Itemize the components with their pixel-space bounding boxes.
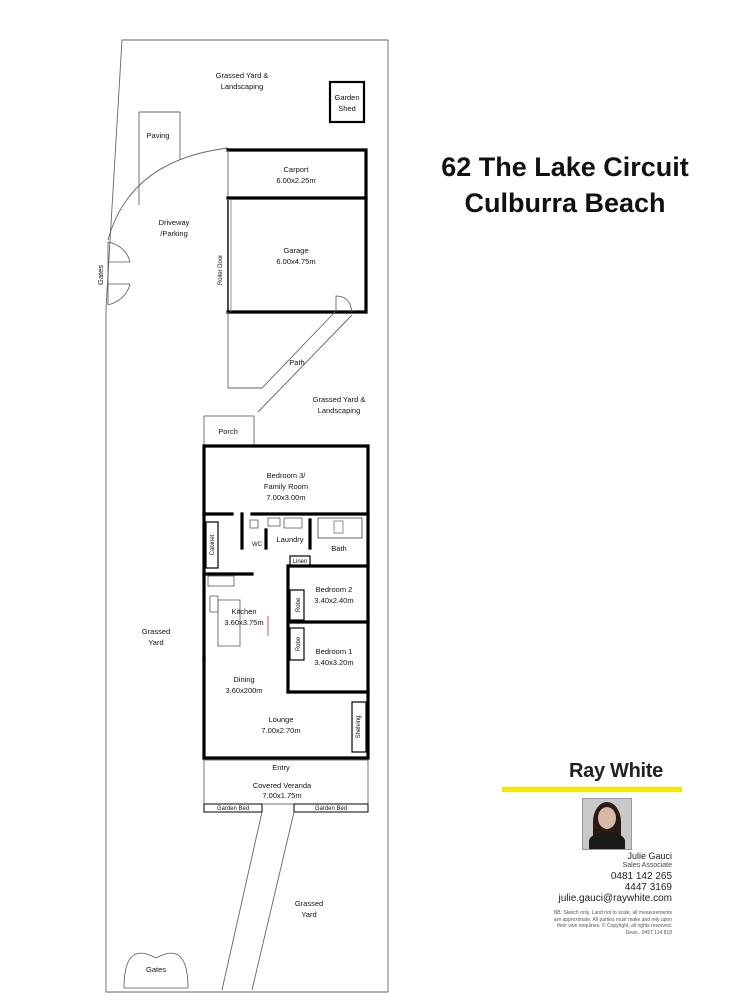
grassed-yard-label-1: Grassed <box>142 627 170 636</box>
bedroom3-label-1: Bedroom 3/ <box>267 471 307 480</box>
address-line-1: 62 The Lake Circuit <box>441 152 689 182</box>
gates-side-label: Gates <box>96 265 105 285</box>
agent-phone-office[interactable]: 4447 3169 <box>624 882 672 893</box>
carport-walls <box>226 148 368 200</box>
entry-label: Entry <box>272 763 290 772</box>
paving-label: Paving <box>147 131 170 140</box>
dining-label: Dining <box>233 675 254 684</box>
robe-label-2: Robe <box>296 636 302 651</box>
side-gates <box>107 241 131 306</box>
grassed-yard-label-2: Yard <box>148 638 163 647</box>
agency-accent-bar <box>502 787 682 792</box>
cabinet-label: Cabinet <box>210 534 216 555</box>
shelving-label: Shelving <box>356 715 362 738</box>
driveway-label-1: Driveway <box>159 218 190 227</box>
yard-mid-label-2: Landscaping <box>318 406 361 415</box>
paving-area <box>138 111 181 205</box>
garden-bed-label-left: Garden Bed <box>217 806 249 812</box>
yard-mid-label-1: Grassed Yard & <box>313 395 366 404</box>
front-path <box>221 811 295 991</box>
yard-top-label-2: Landscaping <box>221 82 264 91</box>
porch-label: Porch <box>218 427 238 436</box>
bedroom1-label: Bedroom 1 <box>316 647 353 656</box>
front-yard-label-2: Yard <box>301 910 316 919</box>
disclaimer: NB: Sketch only. Land not to scale, all … <box>532 910 672 936</box>
laundry-label: Laundry <box>276 535 303 544</box>
front-yard-label-1: Grassed <box>295 899 323 908</box>
disclaimer-line-3: their own enquiries. © Copyright, all ri… <box>557 923 672 929</box>
kitchen-dims: 3.60x3.75m <box>224 618 263 627</box>
kitchen-label: Kitchen <box>231 607 256 616</box>
veranda-label: Covered Veranda <box>253 781 312 790</box>
bedroom1-dims: 3.40x3.20m <box>314 658 353 667</box>
dining-dims: 3.60x200m <box>225 686 262 695</box>
robe-label-1: Robe <box>296 597 302 612</box>
garage-door <box>335 295 353 313</box>
covered-veranda <box>203 759 369 805</box>
lounge-dims: 7.00x2.70m <box>261 726 300 735</box>
bedroom3-label-2: Family Room <box>264 482 308 491</box>
lot-boundary <box>105 39 389 993</box>
lounge-label: Lounge <box>268 715 293 724</box>
bedroom2-label: Bedroom 2 <box>316 585 353 594</box>
disclaimer-line-4: Dean...0457 114 818 <box>625 929 672 936</box>
agent-role: Sales Associate <box>622 862 672 869</box>
garden-shed-label-2: Shed <box>338 104 356 113</box>
agency-logo: Ray White <box>569 760 663 782</box>
bath-label: Bath <box>331 544 346 553</box>
carport-dims: 6.00x2.25m <box>276 176 315 185</box>
house-outline <box>202 444 370 760</box>
driveway-arc <box>107 147 229 241</box>
garage-walls <box>226 196 368 314</box>
garage-label: Garage <box>283 246 308 255</box>
path <box>228 311 353 413</box>
garden-bed-label-right: Garden Bed <box>315 806 347 812</box>
driveway-label-2: /Parking <box>160 229 188 238</box>
veranda-dims: 7.00x1.75m <box>262 791 301 800</box>
agent-name: Julie Gauci <box>627 851 672 861</box>
path-label: Path <box>289 358 304 367</box>
agent-email[interactable]: julie.gauci@raywhite.com <box>558 893 672 904</box>
garage-dims: 6.00x4.75m <box>276 257 315 266</box>
address-line-2: Culburra Beach <box>464 188 666 218</box>
wc-label: WC <box>252 542 263 548</box>
disclaimer-line-2: are approximate. All parties must make a… <box>553 916 672 923</box>
bedroom3-dims: 7.00x3.00m <box>266 493 305 502</box>
linen-label: Linen <box>293 559 308 565</box>
garden-shed <box>328 80 366 124</box>
front-gates <box>123 952 189 989</box>
carport-label: Carport <box>283 165 309 174</box>
agent-photo <box>582 798 632 850</box>
disclaimer-line-1: NB: Sketch only. Land not to scale, all … <box>553 910 672 916</box>
roller-door-label: Roller Door <box>218 255 224 285</box>
bedroom2-dims: 3.40x2.40m <box>314 596 353 605</box>
yard-top-label-1: Grassed Yard & <box>216 71 269 80</box>
gates-bottom-label: Gates <box>146 965 166 974</box>
agent-phone-mobile[interactable]: 0481 142 265 <box>610 871 672 882</box>
garden-shed-label-1: Garden <box>334 93 359 102</box>
